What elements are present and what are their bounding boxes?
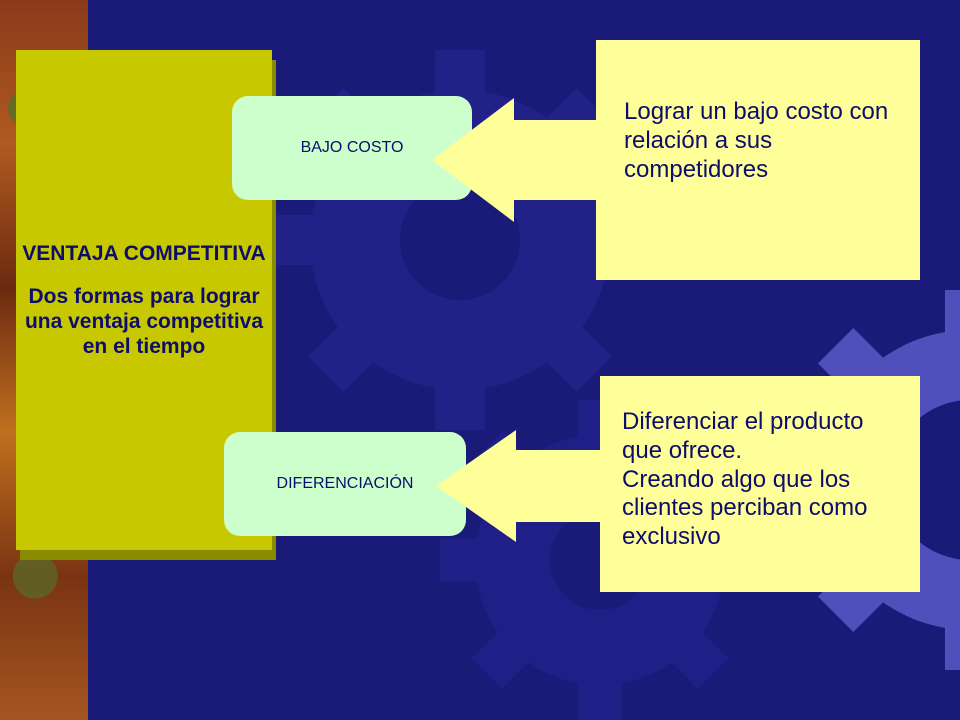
description-bajo-costo: Lograr un bajo costo con relación a sus … [596,40,920,280]
option-bajo-costo: BAJO COSTO [232,96,472,200]
main-title: VENTAJA COMPETITIVA [22,241,266,265]
description-text: Diferenciar el producto que ofrece. [622,408,864,464]
option-diferenciacion: DIFERENCIACIÓN [224,432,466,536]
option-label: DIFERENCIACIÓN [276,475,414,492]
description-text: Creando algo que los clientes perciban c… [622,465,868,551]
arrow-left-icon [432,98,602,222]
description-text: Lograr un bajo costo con relación a sus … [624,98,889,183]
main-subtitle: Dos formas para lograr una ventaja compe… [24,284,264,359]
arrow-left-icon [436,430,606,542]
description-diferenciacion: Diferenciar el producto que ofrece. Crea… [600,376,920,592]
option-label: BAJO COSTO [300,139,404,156]
